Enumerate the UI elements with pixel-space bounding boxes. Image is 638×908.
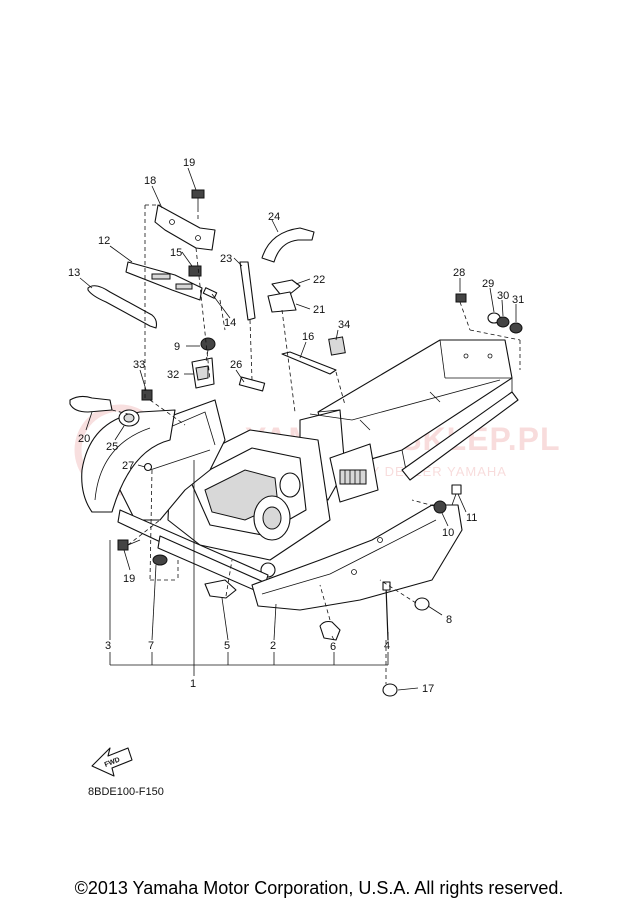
side-handle-13 xyxy=(87,285,158,329)
copyright-notice: ©2013 Yamaha Motor Corporation, U.S.A. A… xyxy=(74,878,564,898)
bolt-19-bottom xyxy=(117,539,141,551)
bracket-21 xyxy=(267,291,297,313)
callout-10: 10 xyxy=(442,527,454,539)
plug-17 xyxy=(382,683,398,697)
brackets-21-22 xyxy=(267,279,301,313)
bolt-19-top xyxy=(191,189,205,208)
plate-5 xyxy=(204,579,237,599)
callout-7: 7 xyxy=(148,640,154,652)
callout-29: 29 xyxy=(482,278,494,290)
fwd-arrow: FWD xyxy=(91,747,133,777)
grommet-27 xyxy=(143,462,153,472)
callout-labels: 19 18 12 13 15 14 24 23 22 21 9 32 26 16… xyxy=(68,157,524,695)
strip-23-shape xyxy=(239,261,256,321)
leader-lines xyxy=(79,167,517,691)
callout-3: 3 xyxy=(105,640,111,652)
bumper-20-shape xyxy=(69,395,113,413)
plate-34 xyxy=(328,336,346,356)
callout-23: 23 xyxy=(220,253,232,265)
callout-19-top: 19 xyxy=(183,157,195,169)
callout-24: 24 xyxy=(268,211,280,223)
callout-22: 22 xyxy=(313,274,325,286)
plate-5-shape xyxy=(204,579,237,599)
callout-33: 33 xyxy=(133,359,145,371)
side-cover-panel xyxy=(251,504,463,611)
callout-27: 27 xyxy=(122,460,134,472)
callout-18: 18 xyxy=(144,175,156,187)
callout-25: 25 xyxy=(106,441,118,453)
plug-8 xyxy=(414,597,430,611)
callout-12: 12 xyxy=(98,235,110,247)
grommet-25 xyxy=(118,409,140,427)
callout-17: 17 xyxy=(422,683,434,695)
bracket-22 xyxy=(271,279,301,295)
handle-13 xyxy=(87,285,158,329)
drawing-code: 8BDE100-F150 xyxy=(88,786,164,798)
callout-20: 20 xyxy=(78,433,90,445)
strip-16-shape xyxy=(281,351,337,375)
callout-15: 15 xyxy=(170,247,182,259)
callout-2: 2 xyxy=(270,640,276,652)
cap-7 xyxy=(152,554,168,566)
strip-16 xyxy=(281,351,337,375)
bolt-33 xyxy=(141,389,153,401)
handle-bracket-18 xyxy=(154,204,216,251)
callout-11: 11 xyxy=(466,512,477,524)
callout-5: 5 xyxy=(224,640,230,652)
callout-1: 1 xyxy=(190,678,196,690)
clip-14 xyxy=(202,287,218,299)
bracket-18 xyxy=(154,204,216,251)
callout-26: 26 xyxy=(230,359,242,371)
tunnel-rear-edge xyxy=(401,391,519,481)
callout-4: 4 xyxy=(384,640,390,652)
strip-23 xyxy=(239,261,256,321)
nut-9 xyxy=(200,337,216,351)
clip-6-shape xyxy=(319,620,341,641)
fasteners-28-31 xyxy=(455,293,523,334)
callout-16: 16 xyxy=(302,331,314,343)
callout-34: 34 xyxy=(338,319,350,331)
strip-26 xyxy=(238,376,266,392)
callout-6: 6 xyxy=(330,641,336,653)
grip-24 xyxy=(261,227,315,263)
callout-28: 28 xyxy=(453,267,465,279)
tunnel-top-plate xyxy=(317,339,513,471)
reference-dashes xyxy=(111,204,521,684)
callout-32: 32 xyxy=(167,369,179,381)
callout-19-bottom: 19 xyxy=(123,573,135,585)
grip-24-shape xyxy=(261,227,315,263)
callout-31: 31 xyxy=(512,294,524,306)
callout-9: 9 xyxy=(174,341,180,353)
callout-14: 14 xyxy=(224,317,236,329)
bumper-20 xyxy=(69,395,113,413)
side-panel-2 xyxy=(251,504,463,611)
clip-6 xyxy=(319,620,341,641)
grill-slots xyxy=(339,469,367,485)
frame-assembly xyxy=(81,339,519,597)
callout-21: 21 xyxy=(313,304,325,316)
callout-13: 13 xyxy=(68,267,80,279)
bracket-32 xyxy=(191,357,215,389)
callout-30: 30 xyxy=(497,290,509,302)
nut-15 xyxy=(188,265,202,277)
callout-8: 8 xyxy=(446,614,452,626)
front-nose-pan xyxy=(81,409,176,513)
fasteners-10-11 xyxy=(433,484,462,514)
